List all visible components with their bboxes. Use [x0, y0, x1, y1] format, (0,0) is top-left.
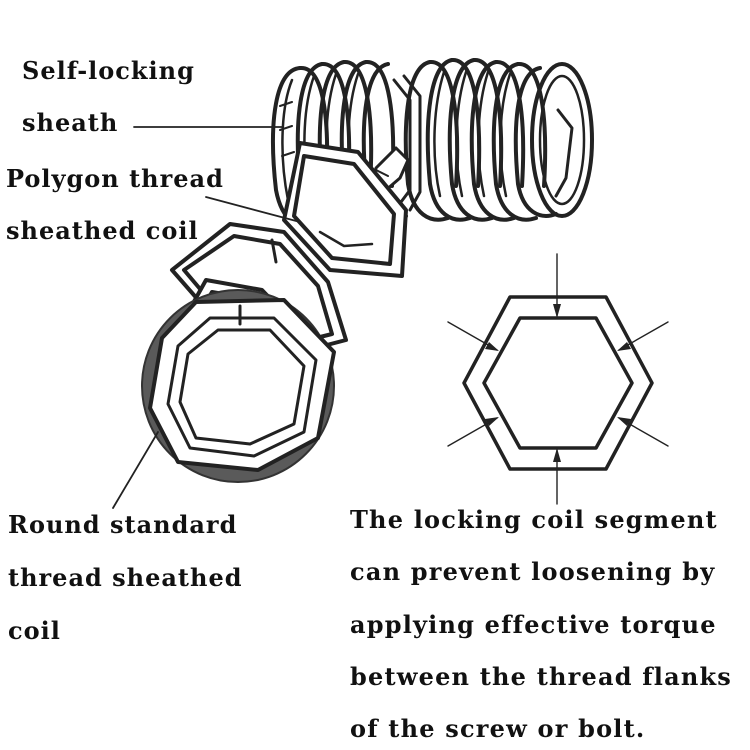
- caption-line-2: can prevent loosening by: [350, 557, 716, 586]
- caption-line-5: of the screw or bolt.: [350, 714, 646, 743]
- label-self-locking-line1: Self-locking: [22, 56, 195, 85]
- label-polygon-line2: sheathed coil: [6, 216, 199, 245]
- force-arrows: [447, 253, 669, 505]
- label-self-locking-line2: sheath: [22, 108, 119, 137]
- polygon-coil: [282, 141, 408, 278]
- label-round-line3: coil: [8, 616, 61, 645]
- label-round-line1: Round standard: [8, 510, 238, 539]
- caption-line-1: The locking coil segment: [350, 505, 718, 534]
- label-polygon-line1: Polygon thread: [6, 164, 224, 193]
- locking-hexagon-section: [447, 253, 669, 505]
- label-round-line2: thread sheathed: [8, 563, 243, 592]
- leader-polygon: [205, 196, 301, 223]
- caption-line-4: between the thread flanks: [350, 662, 733, 691]
- caption-line-3: applying effective torque: [350, 610, 717, 639]
- leader-lines: [112, 126, 301, 509]
- round-coil: [141, 289, 336, 483]
- leader-round: [112, 431, 159, 509]
